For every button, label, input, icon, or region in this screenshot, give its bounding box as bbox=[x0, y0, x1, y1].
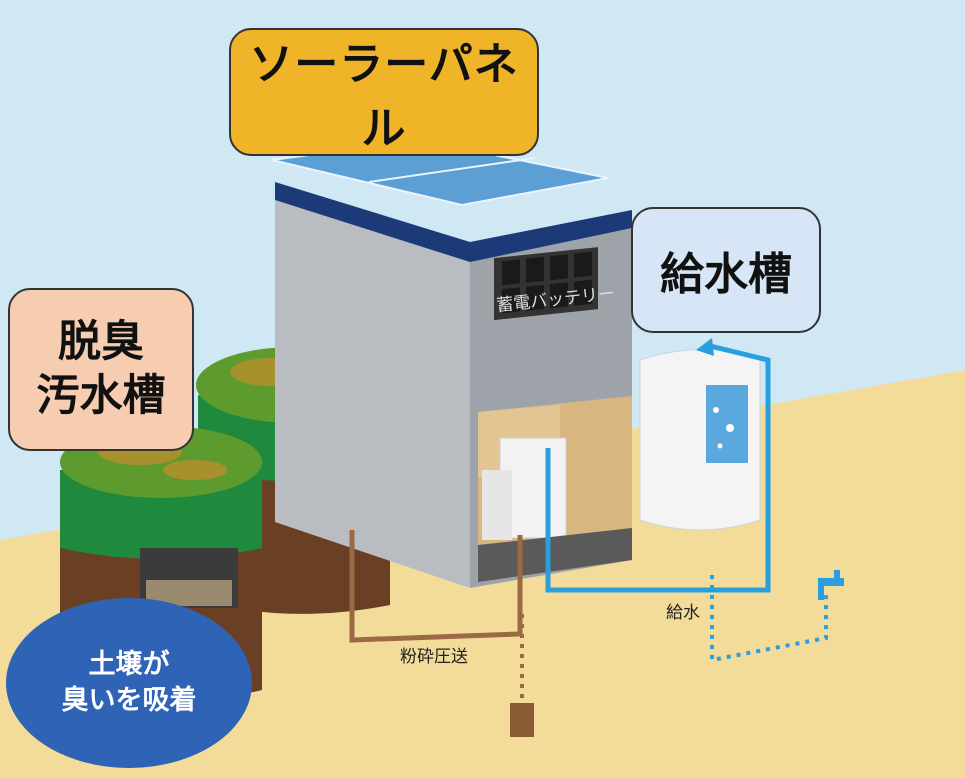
toilet-building bbox=[271, 138, 632, 588]
soil-label-line2: 臭いを吸着 bbox=[61, 685, 197, 716]
soil-label-line1: 土壌が bbox=[88, 648, 170, 680]
water-supply-label: 給水 bbox=[666, 603, 700, 623]
water-tank-label: 給水槽 bbox=[631, 207, 821, 333]
water-supply-pipe bbox=[545, 342, 771, 593]
septic-label-line1: 脱臭 bbox=[58, 316, 144, 367]
flow-arrow bbox=[696, 338, 714, 356]
drain-post bbox=[510, 703, 534, 737]
soil-absorb-label: 土壌が 臭いを吸着 bbox=[6, 598, 252, 768]
faucet-icon bbox=[818, 570, 844, 600]
battery bbox=[494, 247, 598, 321]
septic-label-line2: 汚水槽 bbox=[36, 370, 166, 421]
crush-pump-label: 粉砕圧送 bbox=[400, 647, 468, 667]
crush-pump-pipe bbox=[349, 530, 523, 643]
water-tank bbox=[639, 349, 761, 531]
solar-panel-label: ソーラーパネル bbox=[229, 28, 539, 156]
outdoor-faucet-line bbox=[710, 575, 828, 663]
septic-tank-label: 脱臭 汚水槽 bbox=[8, 288, 194, 451]
